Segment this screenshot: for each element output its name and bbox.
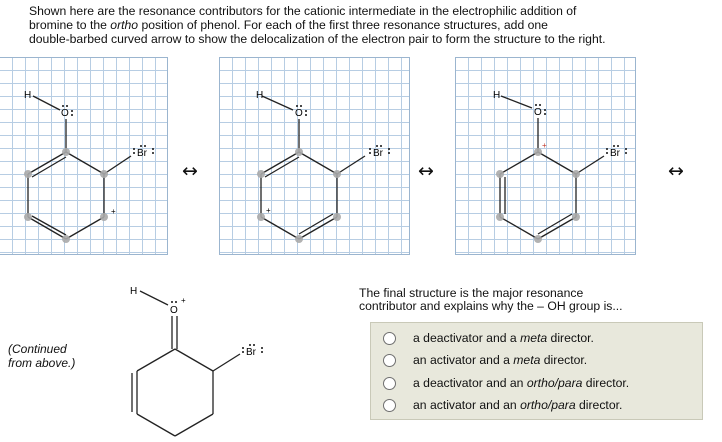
option-deactivator-ortho-para[interactable]: a deactivator and an ortho/para director… (383, 373, 629, 393)
option-label: a deactivator and a meta director. (413, 331, 594, 345)
question-line-2-ortho: ortho (110, 18, 139, 32)
question-line-2-start: bromine to the (29, 18, 111, 32)
bromine-label: Br (246, 347, 257, 358)
final-statement-line-1: The final structure is the major resonan… (359, 286, 584, 300)
option-label: an activator and an ortho/para director. (413, 398, 622, 412)
option-activator-ortho-para[interactable]: an activator and an ortho/para director. (383, 395, 622, 415)
option-label-start: a deactivator and a (413, 331, 521, 345)
option-label-start: a deactivator and an (413, 376, 527, 390)
question-line-2-end: position of phenol. For each of the firs… (138, 18, 548, 32)
radio-button[interactable] (383, 376, 396, 390)
resonance-arrow-1: ↔ (182, 160, 198, 182)
charge-label: + (266, 206, 271, 215)
molecule-2: H O Br + (256, 90, 390, 243)
molecule-1: H O Br + (24, 90, 154, 243)
option-activator-meta[interactable]: an activator and a meta director. (383, 350, 587, 370)
final-statement: The final structure is the major resonan… (359, 287, 623, 313)
molecule-3: H O Br + (493, 90, 627, 243)
oxygen-label: O (295, 108, 303, 119)
hydrogen-label: H (130, 286, 137, 297)
continued-note-line-1: (Continued (8, 342, 67, 356)
oxygen-label: O (170, 305, 178, 316)
bromine-label: Br (373, 148, 384, 159)
option-deactivator-meta[interactable]: a deactivator and a meta director. (383, 328, 594, 348)
option-label-start: an activator and a (413, 353, 514, 367)
question-text: Shown here are the resonance contributor… (29, 4, 709, 46)
option-label-em: meta (513, 353, 541, 367)
charge-label: + (542, 141, 547, 150)
radio-button[interactable] (383, 398, 396, 412)
bromine-label: Br (610, 148, 621, 159)
hydrogen-label: H (256, 90, 263, 101)
option-label-end: director. (540, 353, 588, 367)
option-label-em: ortho/para (526, 376, 583, 390)
resonance-arrow-3: ↔ (668, 160, 684, 182)
hydrogen-label: H (493, 90, 500, 101)
oxygen-label: O (534, 107, 542, 118)
option-label-end: director. (575, 398, 623, 412)
resonance-arrow-2: ↔ (418, 160, 434, 182)
option-label: a deactivator and an ortho/para director… (413, 376, 629, 390)
radio-button[interactable] (383, 331, 396, 345)
continued-note: (Continued from above.) (8, 342, 75, 370)
radio-button[interactable] (383, 353, 396, 367)
answer-options: a deactivator and a meta director. an ac… (370, 322, 703, 420)
structure-panel-3[interactable]: H O Br + (455, 57, 636, 255)
option-label-em: ortho/para (520, 398, 576, 412)
bromine-label: Br (137, 148, 148, 159)
charge-label: + (111, 207, 116, 216)
structure-panel-1[interactable]: H O Br + (0, 57, 168, 255)
question-line-3: double-barbed curved arrow to show the d… (29, 32, 606, 46)
option-label-end: director. (547, 331, 594, 345)
charge-label: + (181, 296, 186, 305)
question-line-2: bromine to the ortho position of phenol.… (29, 18, 709, 32)
final-statement-line-2: contributor and explains why the – OH gr… (359, 299, 623, 313)
continued-note-line-2: from above.) (8, 356, 76, 370)
option-label-em: meta (520, 331, 548, 345)
structure-panel-2[interactable]: H O Br + (219, 57, 410, 255)
hydrogen-label: H (24, 90, 31, 101)
option-label-end: director. (582, 376, 630, 390)
oxygen-label: O (61, 108, 69, 119)
question-line-1: Shown here are the resonance contributor… (29, 4, 577, 18)
option-label-start: an activator and an (413, 398, 521, 412)
option-label: an activator and a meta director. (413, 353, 587, 367)
